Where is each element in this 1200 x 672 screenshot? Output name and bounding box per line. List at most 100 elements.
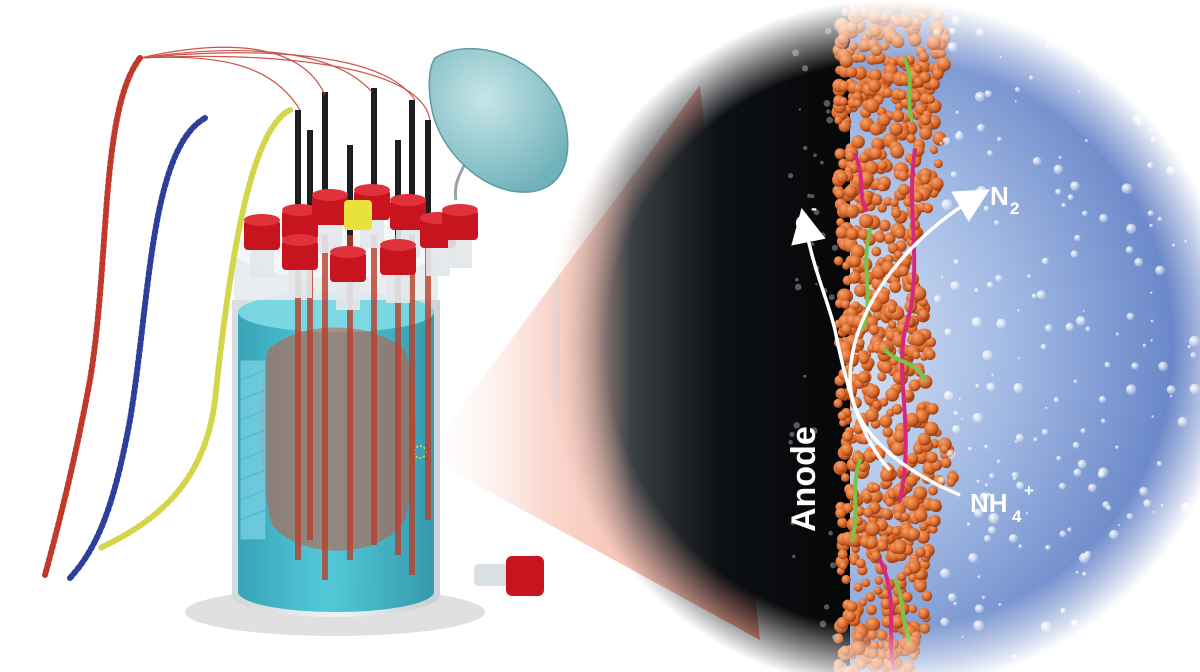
gas-bubble xyxy=(967,522,971,526)
gas-bubble xyxy=(1041,344,1047,350)
gas-bubble xyxy=(1013,477,1016,480)
port-cap-top xyxy=(330,246,366,258)
biofilm-bead xyxy=(898,266,909,277)
gas-bubble xyxy=(1027,274,1031,278)
gas-bubble xyxy=(1178,417,1188,427)
gas-bubble xyxy=(976,186,987,197)
biofilm-bead xyxy=(859,214,873,228)
biofilm-bead xyxy=(907,453,918,464)
gas-bubble xyxy=(1015,440,1018,443)
gas-bubble xyxy=(1099,214,1108,223)
gas-bubble xyxy=(1167,385,1176,394)
biofilm-bead xyxy=(885,498,894,507)
red-coiled-wire xyxy=(45,58,140,575)
biofilm-bead xyxy=(865,384,879,398)
gas-bubble xyxy=(1059,156,1062,159)
anode-bubble xyxy=(824,100,831,107)
gas-bubble xyxy=(972,317,982,327)
biofilm-bead xyxy=(854,284,867,297)
biofilm-bead xyxy=(898,171,909,182)
gas-bubble xyxy=(961,418,963,420)
gas-bubble xyxy=(975,604,984,613)
biofilm-bead xyxy=(841,8,850,17)
biofilm-bead xyxy=(858,372,870,384)
gas-bubble xyxy=(962,636,964,638)
gas-bubble xyxy=(1045,324,1053,332)
biofilm-bead xyxy=(863,493,872,502)
gas-bubble xyxy=(1172,244,1175,247)
gas-bubble xyxy=(1104,34,1108,38)
anode-bubble xyxy=(819,232,825,238)
port-stem xyxy=(288,270,312,298)
ammonium-charge: + xyxy=(1024,481,1034,500)
outlet-cap xyxy=(506,556,544,596)
gas-bubble xyxy=(1139,487,1148,496)
gas-bubble xyxy=(945,328,952,335)
biofilm-bead xyxy=(834,399,843,408)
biofilm-bead xyxy=(856,339,864,347)
biofilm-bead xyxy=(875,576,884,585)
anode-bubble xyxy=(813,153,817,157)
biofilm-bead xyxy=(909,379,921,391)
gas-bubble xyxy=(1083,310,1085,312)
gas-bubble xyxy=(1054,165,1064,175)
gas-bubble xyxy=(951,16,961,26)
anode-bubble xyxy=(812,226,816,230)
biofilm-bead xyxy=(880,13,890,23)
biofilm-bead xyxy=(898,184,910,196)
anode-bubble xyxy=(832,634,837,639)
gas-bubble xyxy=(977,575,980,578)
nitrogen-subscript: 2 xyxy=(1010,199,1019,218)
biofilm-bead xyxy=(844,185,857,198)
biofilm-bead xyxy=(902,592,913,603)
port-stem xyxy=(448,240,472,268)
gas-bubble xyxy=(1141,33,1143,35)
biofilm-bead xyxy=(929,516,939,526)
port-cap-top xyxy=(244,214,280,226)
biofilm-bead xyxy=(872,401,880,409)
biofilm-bead xyxy=(840,444,853,457)
anode-bubble xyxy=(799,108,801,110)
gas-bubble xyxy=(980,95,982,97)
gas-bubble xyxy=(1131,362,1138,369)
gas-bubble xyxy=(1099,76,1105,82)
gas-bubble xyxy=(991,374,994,377)
biofilm-bead xyxy=(840,646,850,656)
biofilm-bead xyxy=(930,177,943,190)
gas-bubble xyxy=(1061,203,1066,208)
gas-bubble xyxy=(1127,513,1133,519)
biofilm-bead xyxy=(846,601,857,612)
biofilm-bead xyxy=(906,475,918,487)
biofilm-bead xyxy=(869,147,881,159)
gas-bubble xyxy=(1188,345,1191,348)
biofilm-bead xyxy=(856,559,866,569)
gas-bubble xyxy=(1013,383,1023,393)
biofilm-bead xyxy=(865,592,875,602)
gas-bubble xyxy=(1143,499,1151,507)
biofilm-bead xyxy=(849,271,861,283)
gas-bubble xyxy=(1098,467,1108,477)
port-stem xyxy=(250,250,274,278)
gas-bubble xyxy=(1045,407,1048,410)
reference-port xyxy=(344,200,372,230)
gas-bubble xyxy=(1110,635,1119,644)
gas-bubble xyxy=(1031,13,1040,22)
gas-bubble xyxy=(951,171,957,177)
biofilm-bead xyxy=(911,332,926,347)
anode-bubble xyxy=(830,562,836,568)
gas-bubble xyxy=(949,28,956,35)
biofilm-bead xyxy=(890,144,904,158)
anode-bubble xyxy=(792,10,798,16)
gas-bubble xyxy=(1055,189,1061,195)
gas-bubble xyxy=(1116,39,1126,49)
anode-surface xyxy=(560,0,850,672)
anode-bubble xyxy=(802,65,808,71)
gas-bubble xyxy=(940,568,950,578)
gas-bubble xyxy=(953,602,957,606)
biofilm-bead xyxy=(907,528,920,541)
gas-bubble xyxy=(1085,139,1088,142)
biofilm-bead xyxy=(851,641,865,655)
biofilm-bead xyxy=(866,605,877,616)
anode-bubble xyxy=(828,531,833,536)
biofilm-bead xyxy=(837,518,847,528)
